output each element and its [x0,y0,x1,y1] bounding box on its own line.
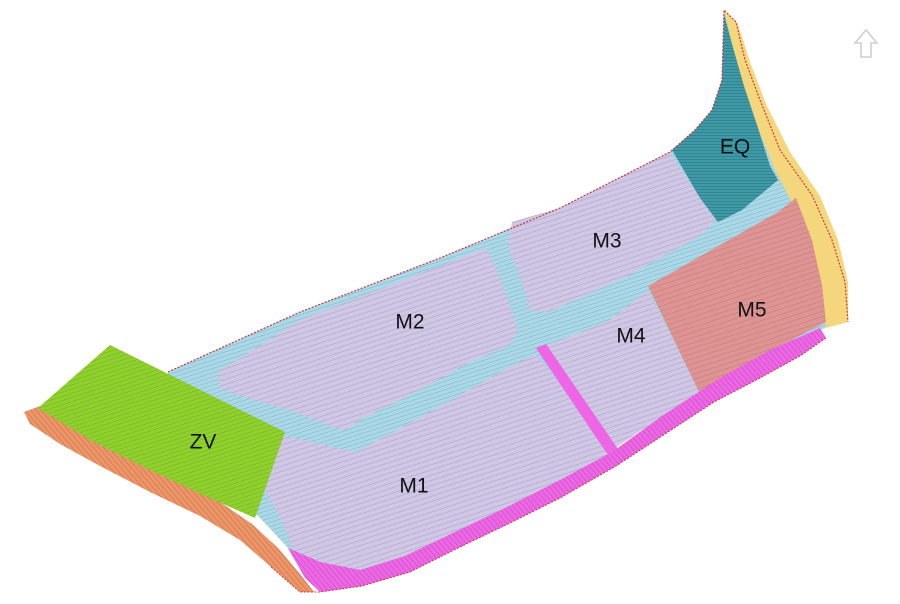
pink-strip-hatch [288,328,826,592]
yellow-strip [724,10,848,328]
pink-divider [536,344,620,458]
label-m1: M1 [399,475,428,498]
label-m3: M3 [592,230,621,253]
label-m4: M4 [616,325,645,348]
north-arrow-icon [853,28,879,58]
zone-m3-hatch [508,152,716,312]
site-boundary-south [269,337,827,593]
zone-m2-hatch [218,248,518,430]
zone-m4-hatch [546,290,700,450]
zone-zv-hatch [38,345,285,518]
zone-m1-hatch [262,354,608,574]
orange-strip-hatch [24,406,314,592]
label-eq: EQ [720,136,750,159]
site-boundary [167,8,849,373]
label-m5: M5 [737,299,766,322]
label-m2: M2 [395,311,424,334]
zone-eq-hatch [672,14,778,222]
label-zv: ZV [190,431,217,454]
